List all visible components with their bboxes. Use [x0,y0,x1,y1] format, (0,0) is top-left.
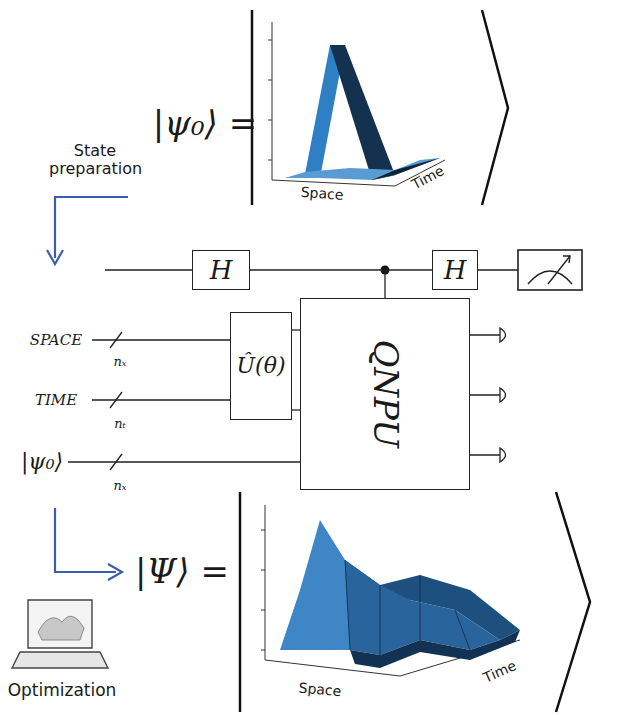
flow-arrow [55,508,116,572]
text-label: Time [409,163,446,193]
ket-bar [239,492,242,712]
text-label: |Ψ⟩ = [135,553,229,590]
gate-box: H [432,250,478,290]
plot-axes [265,505,520,676]
wire-connector [292,329,300,330]
text-label: Space [300,185,344,203]
meter-needle [548,256,570,284]
arrow-head [108,564,122,580]
wire-connector [292,409,300,410]
ket-angle [482,10,508,205]
arrow-head [47,250,63,264]
meter-tip [563,256,570,263]
text-label: Space [298,680,342,699]
gate-label: H [210,256,233,285]
screen-surface [38,616,84,640]
gate-box: H [192,250,250,290]
gate-box: Û(θ) [230,312,292,420]
text-label: TIME [35,392,77,409]
text-label: Time [481,658,519,686]
surface-edge [350,630,520,668]
flow-arrow [55,197,128,258]
laptop-screen [28,600,92,648]
peak-side [330,45,395,180]
plot-axes [272,22,445,186]
text-label: nₜ [114,417,126,431]
text-label: Optimization [8,681,117,700]
text-label: nₓ [114,355,127,369]
control-line [384,270,385,298]
bus-slash [110,332,122,470]
axis-ticks [268,40,272,160]
axis-ticks [261,530,265,650]
gate-label: QNPU [366,340,403,449]
gate-label: Û(θ) [237,354,286,378]
gate-box: QNPU [300,298,470,490]
text-label: State preparation [49,142,141,177]
text-label: nₓ [114,479,127,493]
peak-face [285,45,345,178]
laptop-base [12,652,108,668]
text-label: |ψ₀⟩ = [153,105,257,142]
discard-terminal [500,328,506,462]
wire-connector [250,269,432,270]
text-label: SPACE [30,332,82,349]
output-wire [470,335,500,455]
ket-angle [556,492,590,712]
text-label: |ψ₀⟩ [21,450,63,474]
measurement-box [518,250,582,290]
surface-grid [345,560,470,655]
gate-label: H [444,256,467,285]
